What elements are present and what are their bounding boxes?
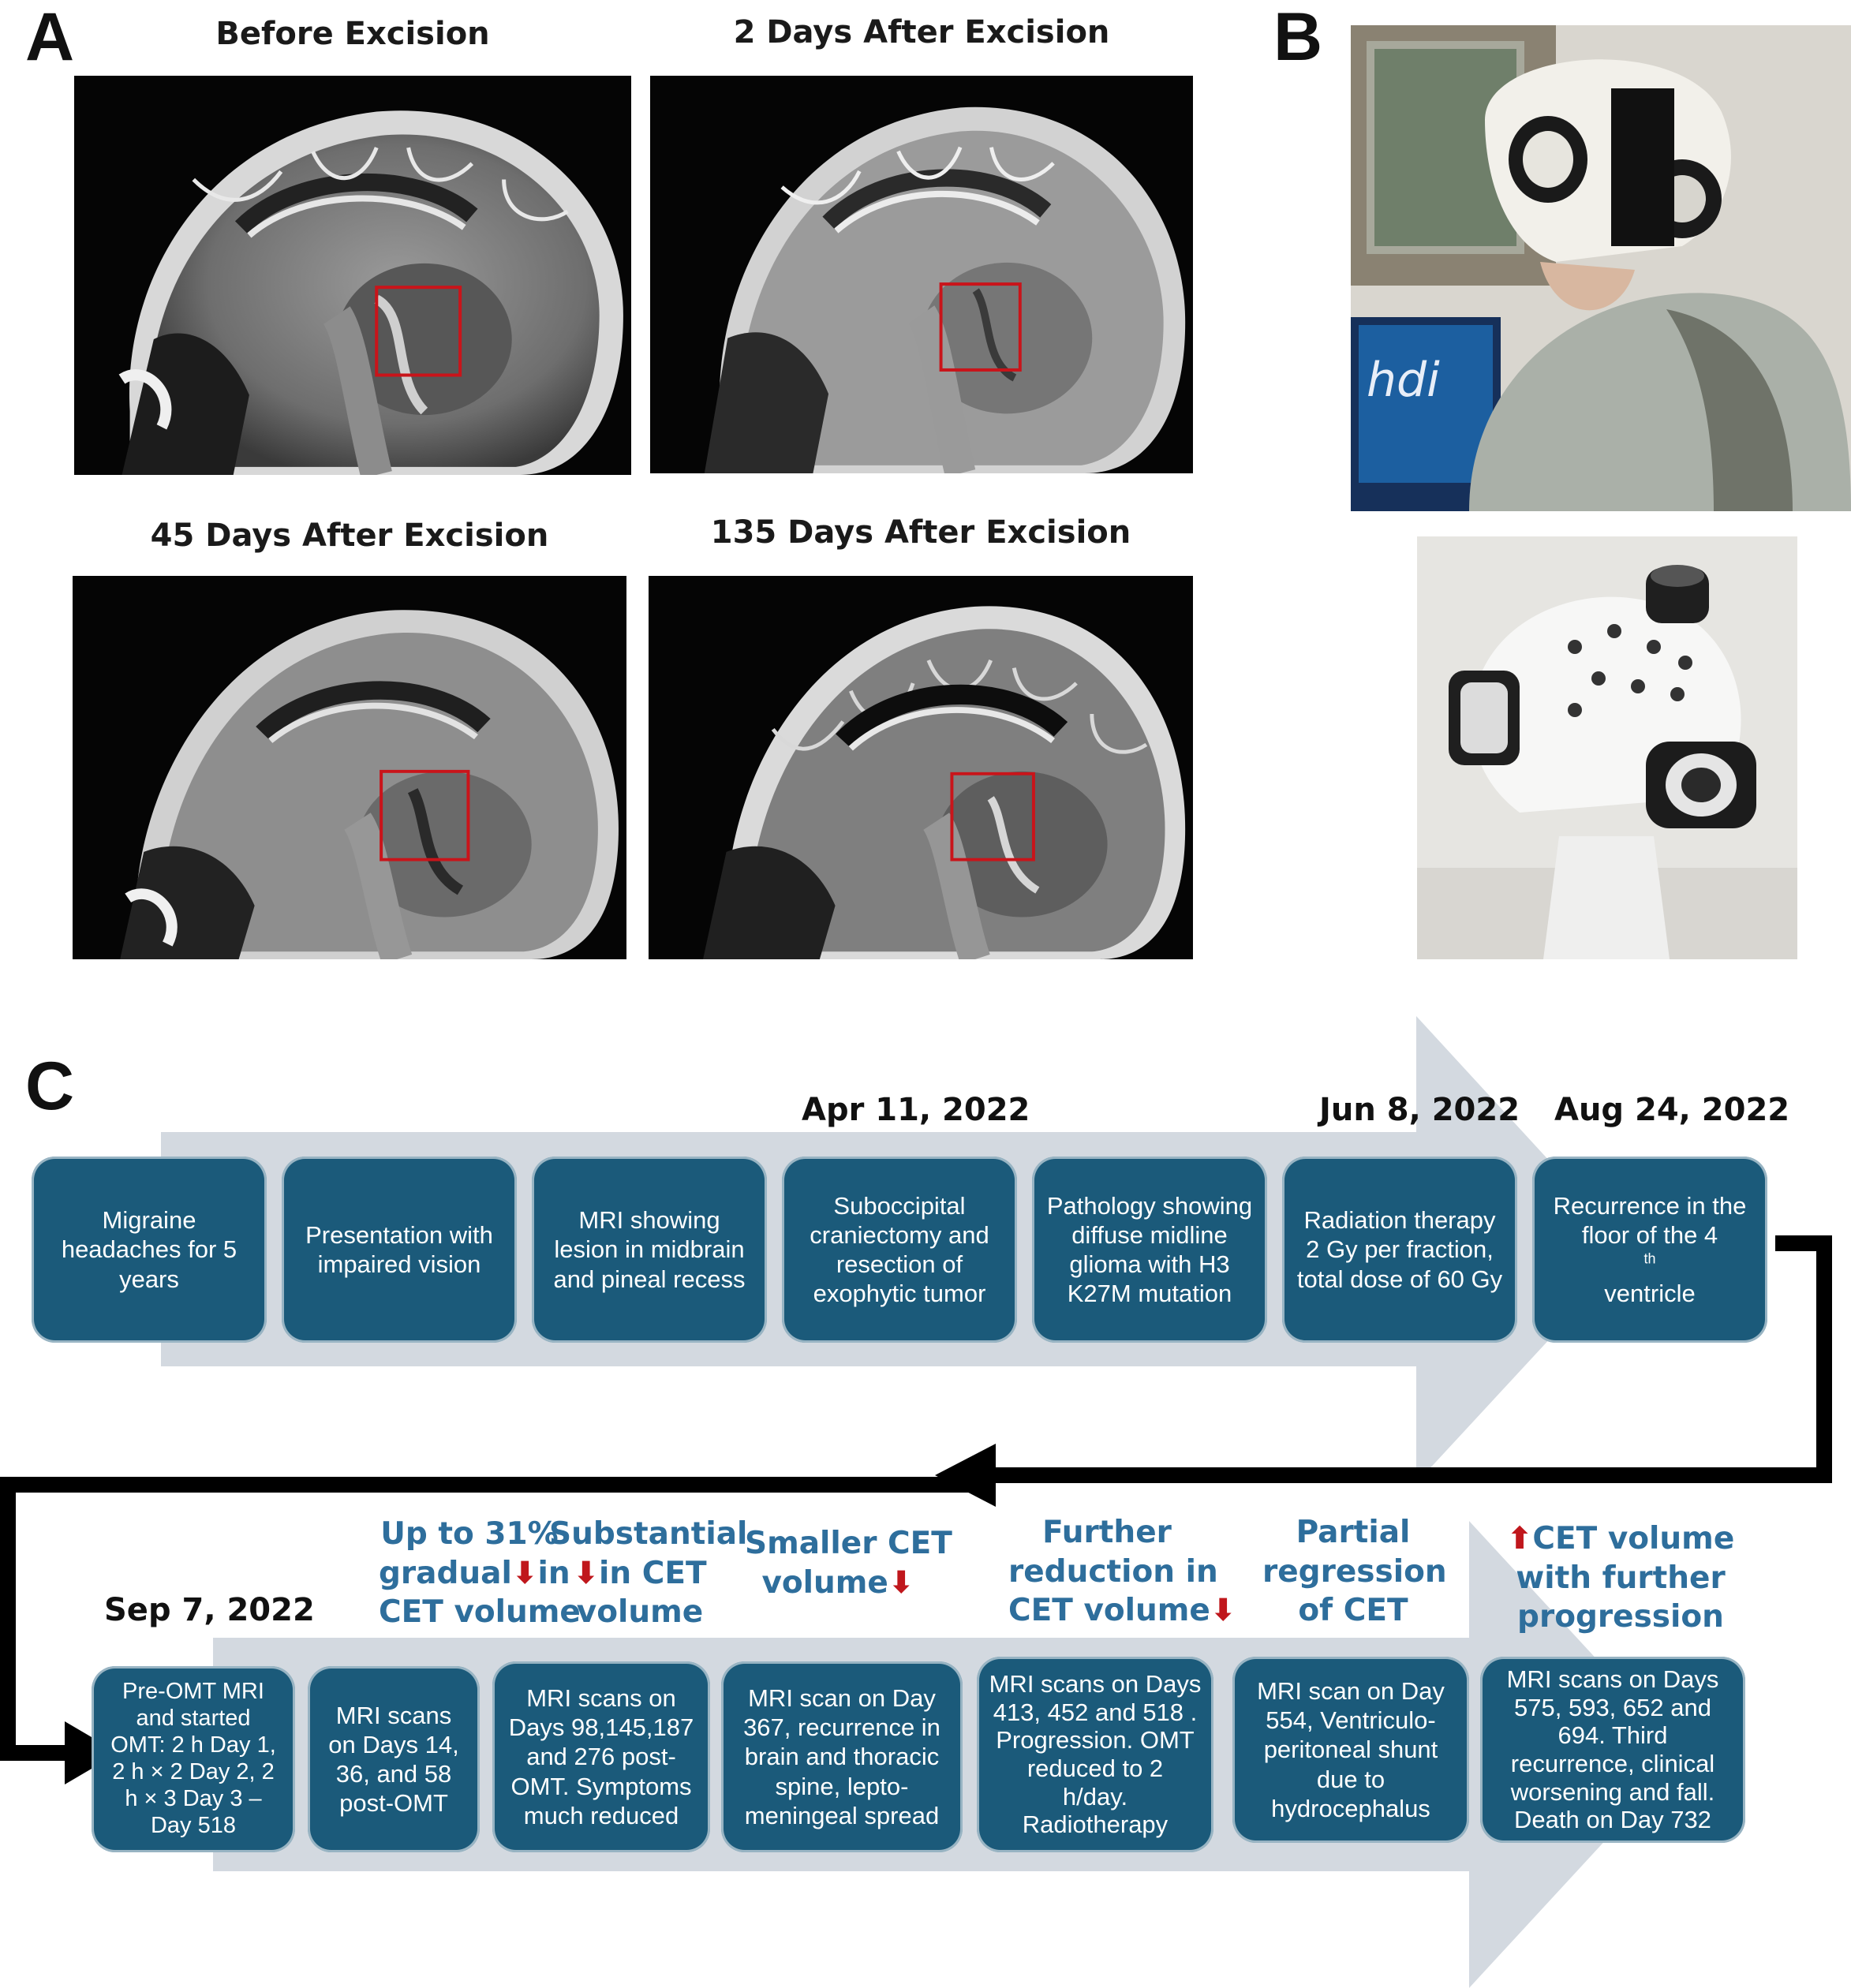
date-sep-7-2022: Sep 7, 2022 (104, 1592, 315, 1628)
date-jun-8-2022: Jun 8, 2022 (1319, 1092, 1520, 1128)
patient-wearing-helmet-photo: hdi (1351, 25, 1851, 511)
mri-135-days-after (649, 576, 1193, 959)
panel-label-a: A (25, 0, 75, 75)
finding-smaller-cet: Smaller CET volume⬇ (745, 1526, 952, 1601)
finding-partial-regression: Partial regression of CET (1262, 1515, 1447, 1629)
mri-title-2-days: 2 Days After Excision (733, 14, 1110, 50)
mri-title-135-days: 135 Days After Excision (710, 514, 1131, 551)
arrow-down-icon: ⬇ (888, 1564, 914, 1601)
arrow-down-icon: ⬇ (573, 1555, 600, 1591)
mri-before-excision (74, 76, 631, 475)
svg-text:hdi: hdi (1367, 353, 1440, 408)
helmet-on-mannequin-photo (1417, 536, 1797, 959)
arrow-down-icon: ⬇ (511, 1555, 538, 1591)
arrow-down-icon: ⬇ (1210, 1593, 1236, 1629)
finding-substantial-reduction: Substantial ⬇in CET volume (549, 1516, 748, 1631)
finding-up-to-31-percent: Up to 31% gradual⬇in CET volume (379, 1516, 581, 1631)
mri-45-days-after (73, 576, 626, 959)
finding-cet-volume-increase: ⬆CET volume with further progression (1506, 1521, 1735, 1635)
date-aug-24-2022: Aug 24, 2022 (1554, 1092, 1790, 1128)
panel-label-c: C (25, 1048, 75, 1124)
panel-label-b: B (1273, 0, 1323, 75)
date-apr-11-2022: Apr 11, 2022 (802, 1092, 1030, 1128)
mri-title-45-days: 45 Days After Excision (150, 518, 549, 554)
mri-title-before: Before Excision (215, 16, 490, 52)
mri-2-days-after (650, 76, 1193, 473)
arrow-up-icon: ⬆ (1506, 1521, 1533, 1556)
finding-further-reduction: Further reduction in CET volume⬇ (1008, 1515, 1236, 1629)
